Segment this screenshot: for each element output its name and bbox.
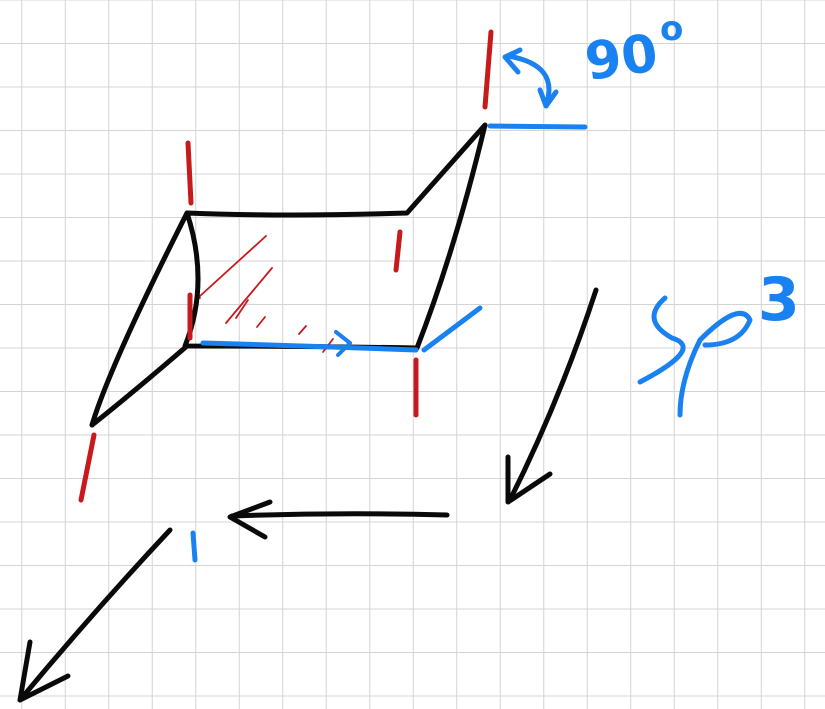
hybridization-superscript-text: 3 [758,265,800,335]
arrow-down-left [17,527,173,703]
arrow-left [227,499,450,540]
angle-degree-text: o [660,9,683,49]
plane-shading [195,235,334,353]
molecular-plane-outline [182,122,488,351]
angle-value-text: 90 [581,23,661,92]
hybridization-scribble [637,295,753,418]
blue-annotations [190,47,753,563]
vertical-bonds [78,29,494,503]
arrow-down-left-right [505,287,599,505]
right-angle-arrow-icon [502,47,559,109]
black-bonds-and-arrows [17,210,599,703]
angle-label: 90 o [581,9,683,93]
hybridization-label: sp 3 [758,265,800,335]
